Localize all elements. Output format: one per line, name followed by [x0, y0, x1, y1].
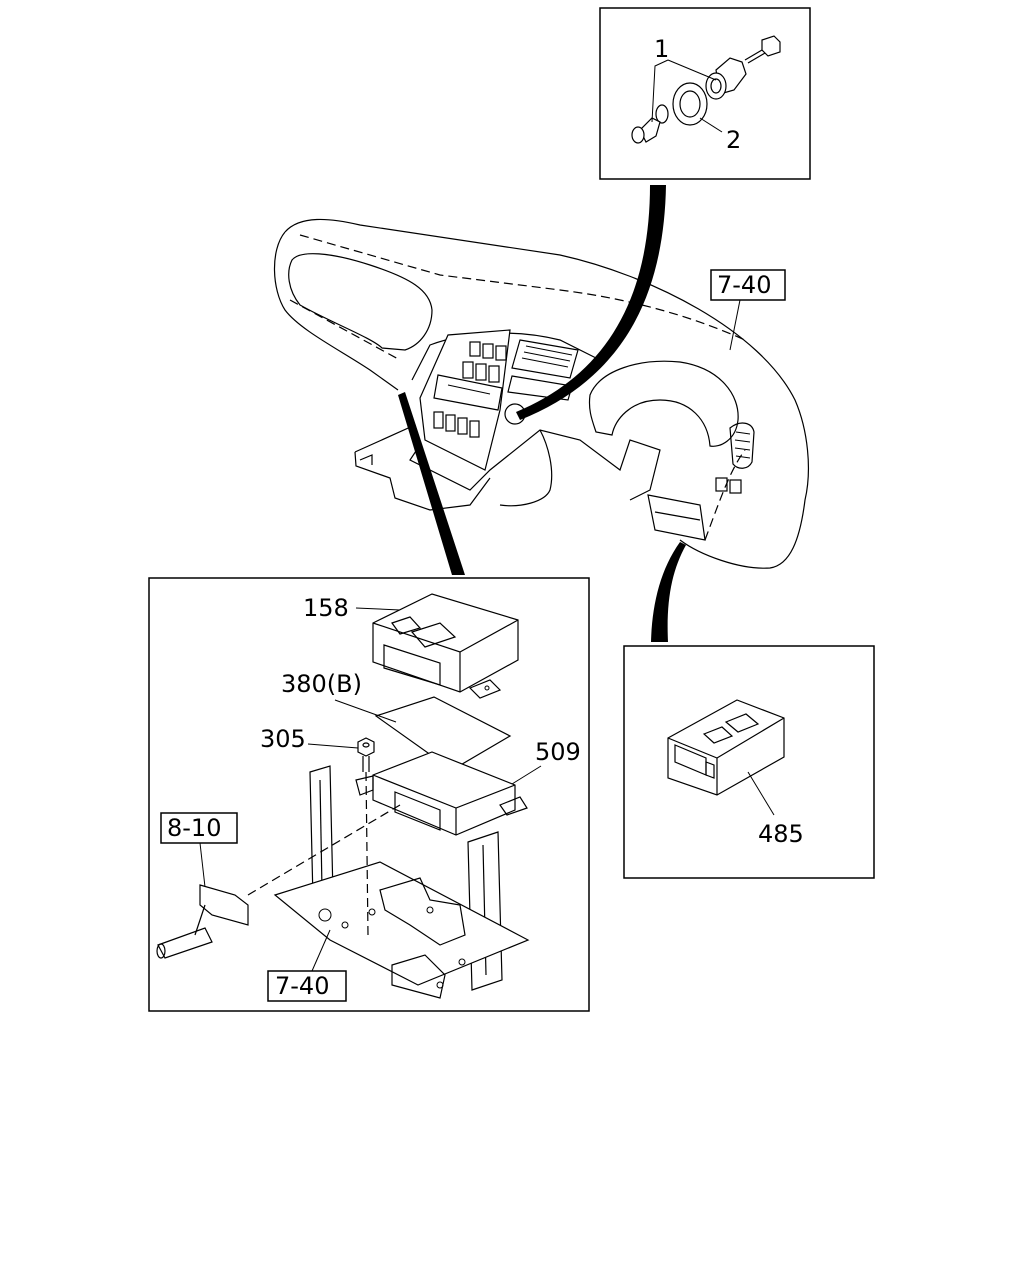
leader-1	[651, 59, 669, 123]
unit-485	[667, 699, 785, 796]
pointer-unit	[651, 542, 686, 642]
callout-380b: 380(B)	[281, 670, 362, 698]
pointer-radio	[398, 392, 465, 575]
dashboard-illustration: 7-40	[273, 218, 809, 569]
ref-8-10-box	[160, 812, 238, 844]
callout-1: 1	[654, 35, 669, 63]
pointer-lighter	[516, 185, 666, 420]
lighter-plug	[631, 117, 661, 144]
lighter-washer	[655, 104, 669, 124]
ref-7-40-dash: 7-40	[717, 271, 771, 299]
callout-158: 158	[303, 594, 349, 622]
ref-7-40-dash-box	[710, 269, 786, 301]
detail-box-485: 485	[623, 645, 875, 879]
leader-2	[699, 117, 723, 133]
lighter-ring	[672, 82, 708, 126]
lighter-socket	[705, 57, 747, 100]
lighter-connector	[744, 35, 781, 64]
callout-2: 2	[726, 126, 741, 154]
ref-7-40-bracket-box	[267, 970, 347, 1002]
callout-509: 509	[535, 738, 581, 766]
callout-485: 485	[758, 820, 804, 848]
bolt-305	[357, 737, 375, 772]
leader-485	[747, 771, 775, 816]
sheet-380b	[374, 696, 512, 771]
detail-box-lighter: 1 2	[599, 7, 811, 180]
unit-158	[372, 593, 519, 699]
harness-connector	[156, 804, 401, 959]
detail-box-radio: 158 380(B) 305 509	[148, 577, 590, 1012]
ref-8-10: 8-10	[167, 814, 221, 842]
callout-305: 305	[260, 725, 306, 753]
unit-509	[355, 751, 528, 836]
bracket-assembly	[273, 765, 530, 999]
ref-7-40-bracket: 7-40	[275, 972, 329, 1000]
